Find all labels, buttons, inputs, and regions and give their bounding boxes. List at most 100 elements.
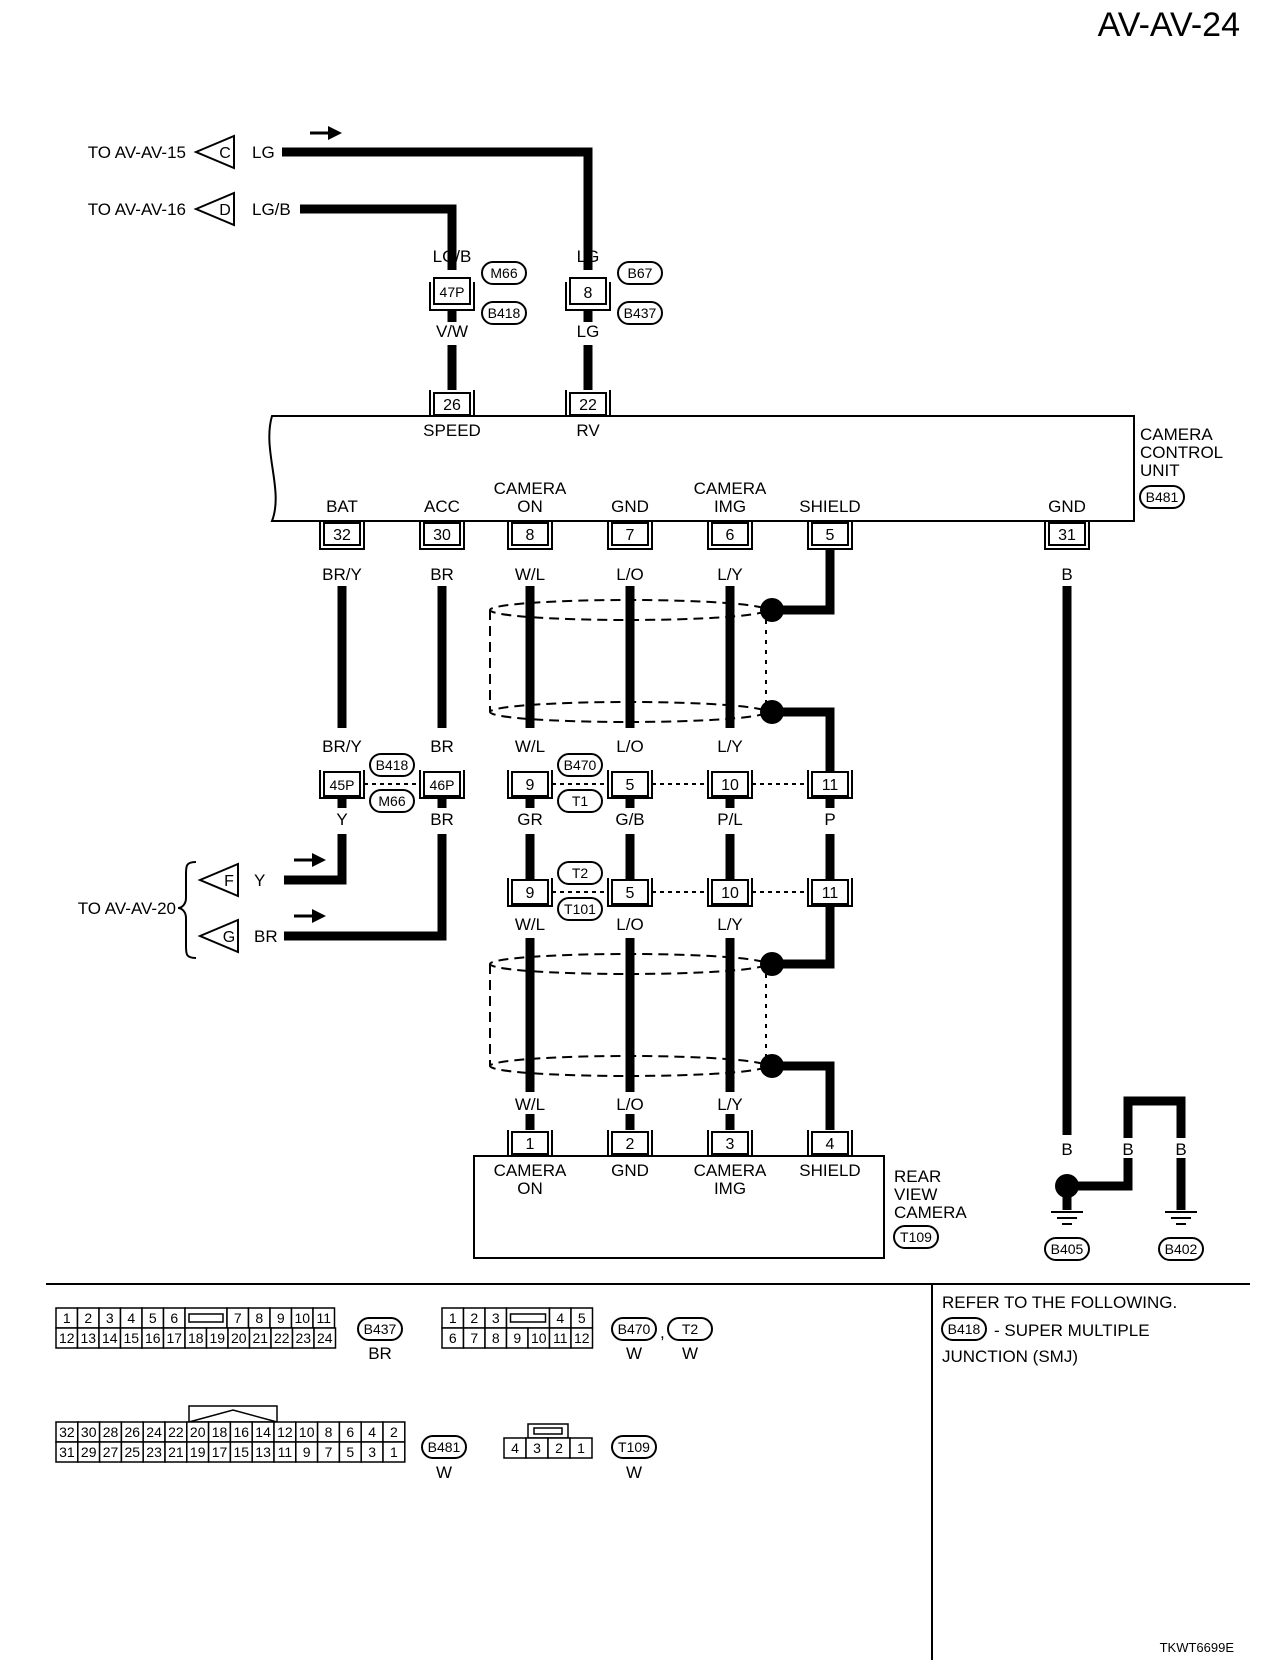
ground-wire-label-3: B	[1175, 1140, 1186, 1159]
connector-cavity: 4	[548, 1307, 572, 1329]
cavity-number: 18	[188, 1330, 204, 1346]
cam-pin-1: 1	[507, 1130, 553, 1157]
cavity-number: 10	[294, 1310, 310, 1326]
connector-cavity: 11	[548, 1327, 572, 1349]
connector-cavity: 18	[184, 1327, 208, 1349]
jr1-bot-5: P	[824, 810, 835, 829]
svg-text:45P: 45P	[330, 777, 355, 793]
wire-label-lo: L/O	[616, 565, 643, 584]
cavity-number: 28	[103, 1424, 119, 1440]
cavity-number: 9	[303, 1444, 311, 1460]
connector-cavity: 2	[76, 1307, 100, 1329]
ccu-label-shield: SHIELD	[799, 497, 860, 516]
cavity-number: 17	[166, 1330, 182, 1346]
camera-id-badge: T109	[893, 1225, 939, 1249]
offpage-d-text: TO AV-AV-16	[88, 200, 186, 219]
cavity-number: 2	[555, 1440, 563, 1456]
connector-cavity: 7	[462, 1327, 486, 1349]
svg-text:5: 5	[626, 885, 635, 902]
connector-cavity: 19	[186, 1441, 210, 1463]
cavity-number: 17	[212, 1444, 228, 1460]
camera-name-3: CAMERA	[894, 1203, 967, 1222]
svg-text:5: 5	[626, 777, 635, 794]
connector-cavity: 8	[247, 1307, 271, 1329]
jr1-bot-2: GR	[517, 810, 543, 829]
connector-cavity: 13	[76, 1327, 100, 1349]
cam-pin-2: 2	[607, 1130, 653, 1157]
svg-text:7: 7	[626, 527, 635, 544]
svg-text:B437: B437	[364, 1321, 397, 1337]
svg-text:1: 1	[526, 1136, 535, 1153]
shield-drain-3	[772, 906, 835, 969]
cavity-number: 7	[325, 1444, 333, 1460]
wire-label-ly: L/Y	[717, 565, 743, 584]
cavity-number: 27	[103, 1444, 119, 1460]
cavity-number: 3	[533, 1440, 541, 1456]
cam-label-gnd: GND	[611, 1161, 649, 1180]
svg-text:2: 2	[626, 1136, 635, 1153]
direction-arrow-f	[294, 853, 326, 867]
offpage-d-letter: D	[219, 202, 231, 219]
jr2-pin-10: 10	[707, 878, 753, 907]
figure-code: TKWT6699E	[1160, 1640, 1235, 1655]
connector-cavity: 5	[141, 1307, 165, 1329]
connector-cavity: 2	[382, 1421, 406, 1443]
connector-cavity: 11	[312, 1307, 336, 1329]
refer-item-text-1: - SUPER MULTIPLE	[994, 1321, 1150, 1340]
ground-symbol-2	[1165, 1211, 1197, 1225]
id-m66-badge-2: M66	[369, 789, 415, 813]
jr2-bot-1: L/O	[616, 915, 643, 934]
direction-arrow-g	[294, 909, 326, 923]
svg-text:46P: 46P	[430, 777, 455, 793]
connector-cavity: 23	[142, 1441, 166, 1463]
cavity-number: 7	[234, 1310, 242, 1326]
offpage-d-arrow: D	[193, 191, 235, 227]
cavity-number: 5	[578, 1310, 586, 1326]
jr2-pin-9: 9	[507, 878, 553, 907]
offpage-fg-brace	[177, 861, 197, 959]
offpage-g-wire: BR	[254, 927, 278, 946]
jr2-bot-0: W/L	[515, 915, 545, 934]
connector-cavity: 5	[338, 1441, 362, 1463]
connector-t109-id: T109	[611, 1435, 657, 1459]
cavity-number: 19	[190, 1444, 206, 1460]
connector-b437-color: BR	[368, 1344, 392, 1363]
svg-text:B402: B402	[1165, 1241, 1198, 1257]
cavity-number: 13	[255, 1444, 271, 1460]
connector-b470-sep: ,	[660, 1323, 665, 1342]
connector-cavity: 6	[338, 1421, 362, 1443]
jr1-top-1: BR	[430, 737, 454, 756]
cavity-number: 2	[84, 1310, 92, 1326]
connector-cavity: 26	[120, 1421, 144, 1443]
id-b418-badge: B418	[481, 301, 527, 325]
connector-cavity: 2	[462, 1307, 486, 1329]
connector-cavity: 32	[55, 1421, 79, 1443]
ccu-pin-30: 30	[419, 521, 465, 550]
id-m66-badge: M66	[481, 261, 527, 285]
cavity-number: 23	[295, 1330, 311, 1346]
camera-name-1: REAR	[894, 1167, 941, 1186]
cavity-number: 26	[125, 1424, 141, 1440]
connector-cavity: 9	[505, 1327, 529, 1349]
id-b418-badge-2: B418	[369, 753, 415, 777]
wire-label-wl: W/L	[515, 565, 545, 584]
jr1-pin-46p: 46P	[419, 770, 465, 799]
connector-cavity: 3	[484, 1307, 508, 1329]
svg-text:32: 32	[333, 527, 351, 544]
wire-br-2	[284, 834, 447, 941]
connector-cavity: 1	[55, 1307, 79, 1329]
connector-cavity: 25	[120, 1441, 144, 1463]
cavity-number: 20	[190, 1424, 206, 1440]
shield-drain-4	[772, 1061, 835, 1130]
refer-item-text-2: JUNCTION (SMJ)	[942, 1347, 1078, 1366]
wire-lgb	[300, 204, 457, 270]
cavity-number: 20	[231, 1330, 247, 1346]
cavity-number: 30	[81, 1424, 97, 1440]
svg-text:T2: T2	[572, 865, 589, 881]
cavity-number: 1	[63, 1310, 71, 1326]
cavity-number: 14	[255, 1424, 271, 1440]
svg-text:6: 6	[726, 527, 735, 544]
ccu-label-speed: SPEED	[423, 421, 481, 440]
offpage-c-arrow: C	[193, 134, 235, 170]
